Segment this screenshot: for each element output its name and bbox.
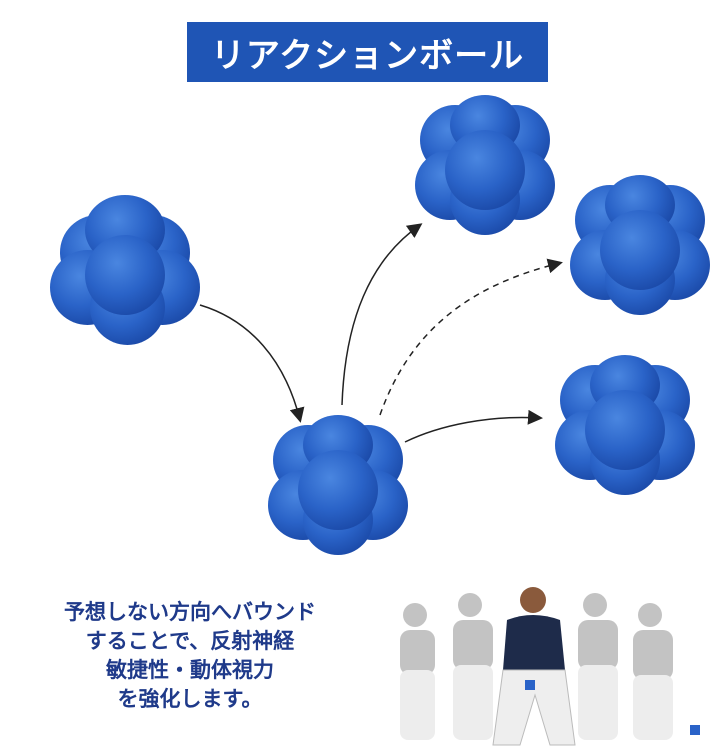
title-text: リアクションボール <box>210 35 525 76</box>
player-motion-photo <box>400 587 700 746</box>
description-text: 予想しない方向へバウンド することで、反射神経 敏捷性・動体視力 を強化します。 <box>20 598 360 714</box>
description-line: を強化します。 <box>117 687 263 711</box>
description-line: することで、反射神経 <box>85 629 295 653</box>
title-banner: リアクションボール <box>187 22 548 82</box>
reaction-ball-top <box>415 95 555 235</box>
arrow-right <box>404 409 543 443</box>
arrow-dashed <box>379 258 563 416</box>
arrow-up <box>341 223 423 406</box>
description-line: 予想しない方向へバウンド <box>64 600 316 624</box>
description-line: 敏捷性・動体視力 <box>106 658 274 682</box>
reaction-ball-right-lower <box>555 355 695 495</box>
arrow-in <box>199 304 305 423</box>
reaction-ball-right-upper <box>570 175 710 315</box>
reaction-ball-start <box>50 195 200 345</box>
reaction-ball-bounce <box>268 415 408 555</box>
